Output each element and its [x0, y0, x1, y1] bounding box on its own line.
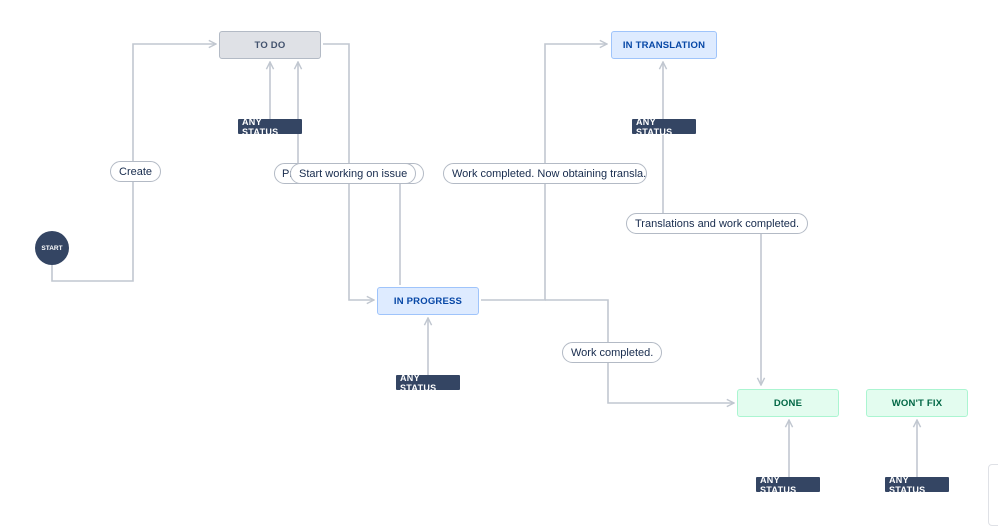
- transition-work-completed-translation[interactable]: Work completed. Now obtaining transla...: [443, 163, 647, 184]
- transition-work-completed[interactable]: Work completed.: [562, 342, 663, 363]
- any-status-badge-done[interactable]: ANY STATUS: [756, 475, 820, 495]
- status-in-progress[interactable]: IN PROGRESS: [377, 287, 479, 315]
- status-in-translation[interactable]: IN TRANSLATION: [611, 31, 717, 59]
- any-status-badge-wont-fix[interactable]: ANY STATUS: [885, 475, 949, 495]
- transition-translations-completed[interactable]: Translations and work completed.: [626, 213, 809, 234]
- any-status-badge-translation[interactable]: ANY STATUS: [632, 117, 696, 137]
- status-wont-fix[interactable]: WON'T FIX: [866, 389, 968, 417]
- any-status-badge-todo[interactable]: ANY STATUS: [238, 117, 302, 137]
- panel-edge: [988, 464, 998, 526]
- start-node[interactable]: START: [35, 231, 69, 265]
- transition-start-working[interactable]: Start working on issue: [290, 163, 417, 184]
- line-create: [51, 44, 216, 282]
- transition-create[interactable]: Create: [110, 161, 162, 182]
- any-status-badge-progress[interactable]: ANY STATUS: [396, 373, 460, 393]
- transition-back-to-todo-start: Pr: [282, 167, 293, 180]
- status-done[interactable]: DONE: [737, 389, 839, 417]
- status-todo[interactable]: TO DO: [219, 31, 321, 59]
